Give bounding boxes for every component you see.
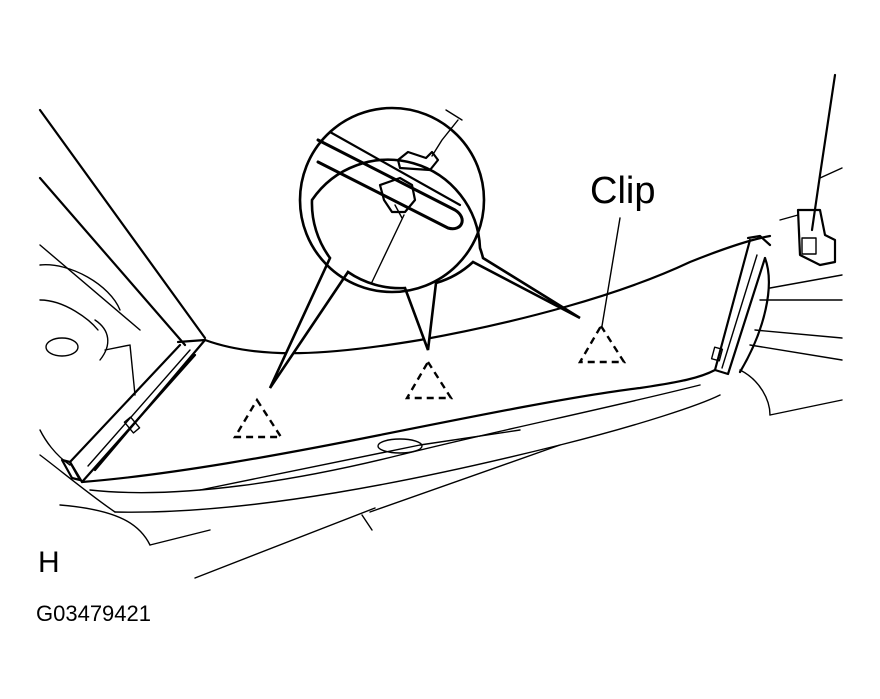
clip-label: Clip xyxy=(590,170,656,212)
left-pillar-lines xyxy=(38,108,207,347)
clip-marker-2 xyxy=(404,359,454,400)
clip-marker-3 xyxy=(577,323,627,364)
clip-location-markers xyxy=(232,323,627,439)
right-background-detail xyxy=(739,73,843,416)
floor-lines xyxy=(39,394,721,579)
clip-detail-callout xyxy=(268,106,581,389)
clip-leader-line xyxy=(601,217,621,327)
clip-magnified xyxy=(316,109,464,283)
figure-code: G03479421 xyxy=(36,601,151,626)
clip-marker-1 xyxy=(232,397,284,439)
left-trim-channel xyxy=(60,338,207,484)
right-trim-channel xyxy=(710,234,772,376)
view-letter: H xyxy=(38,546,60,579)
left-background-detail xyxy=(39,264,136,466)
